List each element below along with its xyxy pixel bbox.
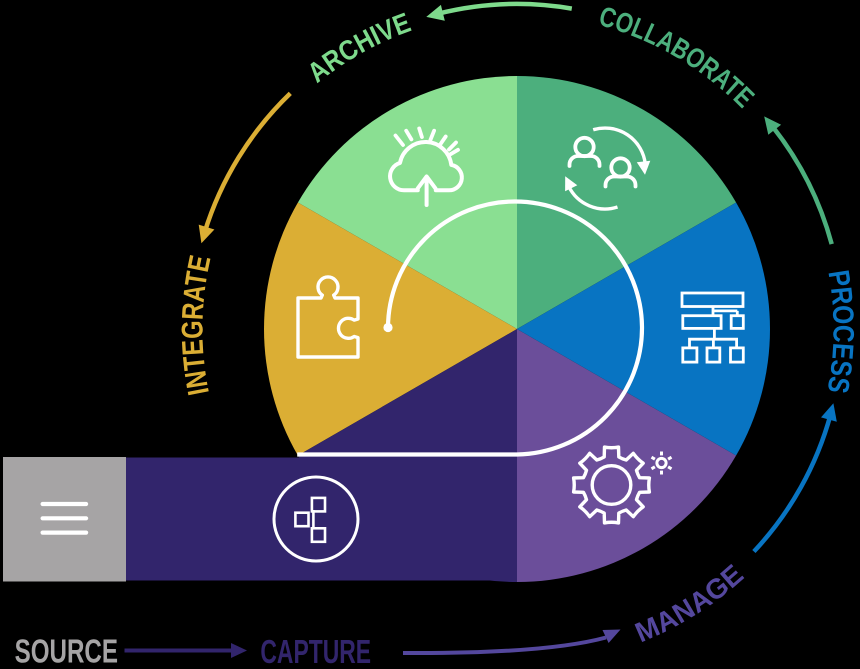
svg-text:MANAGE: MANAGE [631,558,750,648]
svg-text:SOURCE: SOURCE [15,633,118,669]
svg-text:ARCHIVE: ARCHIVE [302,7,415,89]
svg-text:PROCESS: PROCESS [821,268,860,396]
svg-text:INTEGRATE: INTEGRATE [176,253,217,398]
svg-text:CAPTURE: CAPTURE [260,633,371,669]
svg-text:COLLABORATE: COLLABORATE [596,0,760,113]
